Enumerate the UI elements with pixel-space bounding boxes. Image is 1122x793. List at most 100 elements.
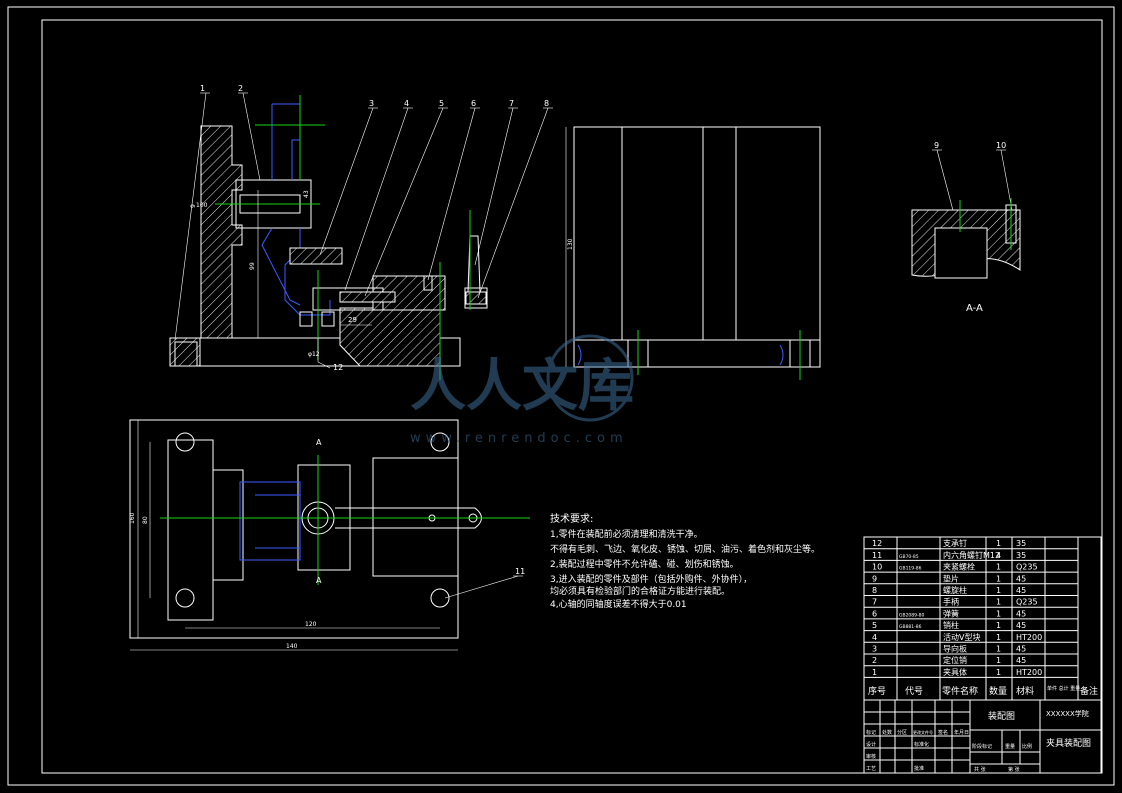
dim-160: 160 (129, 512, 136, 524)
bom-cell-mat: 35 (1016, 539, 1026, 548)
title-drawing-name: 装配图 (988, 710, 1015, 722)
section-mark-bottom: A (316, 576, 322, 585)
bom-header-name: 零件名称 (942, 685, 978, 697)
bom-cell-name: 定位销 (943, 655, 967, 665)
bom-note-cell: 单件 总计 重量 (1047, 685, 1080, 692)
balloon-4: 4 (404, 99, 409, 108)
tb-label-zone: 分区 (897, 729, 907, 736)
bom-cell-qty: 1 (996, 539, 1001, 548)
tb-label-design: 设计 (866, 741, 876, 748)
tb-label-process: 工艺 (866, 766, 876, 772)
bom-cell-name: 销柱 (943, 620, 959, 630)
bom-cell-name: 夹具体 (943, 667, 967, 677)
bom-header-mat: 材料 (1016, 685, 1034, 697)
dim-phi12: φ12 (308, 351, 320, 358)
bom-cell-no: 9 (872, 574, 877, 583)
bom-cell-name: 垫片 (943, 573, 959, 583)
balloon-leaders (174, 92, 1013, 599)
balloon-5: 5 (439, 99, 444, 108)
tb-label-weight: 重量 (1005, 743, 1015, 750)
bom-cell-qty: 4 (996, 551, 1001, 560)
bom-cell-mat: 35 (1016, 551, 1026, 560)
tb-label-count: 处数 (882, 729, 892, 736)
bom-cell-name: 弹簧 (943, 608, 959, 618)
bom-cell-code: GB70-85 (899, 554, 919, 560)
title-school: XXXXXX学院 (1046, 709, 1089, 718)
dim-120: 120 (305, 621, 317, 628)
dim-80: 80 (142, 516, 149, 524)
dim-99: 99 (249, 262, 256, 270)
tb-label-review: 审核 (866, 753, 876, 760)
bom-cell-qty: 1 (996, 598, 1001, 607)
tech-line-4: 3,进入装配的零件及部件（包括外购件、外协件）， (550, 573, 752, 585)
bom-cell-mat: 45 (1016, 656, 1026, 665)
tech-line-1: 1,零件在装配前必须清理和清洗干净。 (550, 528, 703, 540)
bom-cell-name: 内六角螺钉M12 (943, 550, 1000, 560)
tb-label-sheet-no: 第 张 (1008, 766, 1020, 773)
bom-cell-qty: 1 (996, 668, 1001, 677)
section-mark-top: A (316, 438, 322, 447)
bom-cell-no: 12 (872, 539, 882, 548)
tb-label-date: 年月日 (954, 729, 969, 736)
section-aa-label: A-A (966, 303, 983, 314)
bom-header-note: 备注 (1080, 685, 1098, 697)
balloon-8: 8 (544, 99, 549, 108)
dim-140: 140 (286, 643, 298, 650)
inner-frame (41, 19, 1103, 774)
bom-cell-no: 8 (872, 586, 877, 595)
dim-9: 9 (190, 204, 197, 208)
bom-cell-qty: 1 (996, 633, 1001, 642)
dim-100: 100 (196, 202, 208, 209)
tb-label-stage: 阶段标记 (972, 743, 992, 750)
tb-label-approve: 批准 (914, 765, 924, 772)
bom-header-no: 序号 (868, 685, 886, 697)
tb-label-mark: 标记 (866, 729, 876, 736)
tb-label-sheets: 共 张 (974, 766, 986, 773)
bom-header-code: 代号 (905, 686, 923, 697)
balloon-11: 11 (515, 567, 525, 576)
tech-line-6: 4,心轴的同轴度误差不得大于0.01 (550, 598, 687, 610)
bom-cell-no: 11 (872, 551, 882, 560)
bom-cell-qty: 1 (996, 621, 1001, 630)
bom-cell-no: 4 (872, 633, 877, 642)
bom-cell-name: 导向板 (943, 644, 967, 654)
tb-label-change: 更改文件号 (913, 729, 933, 735)
bom-cell-name: 螺旋柱 (943, 585, 967, 595)
top-view (129, 419, 530, 651)
bom-header: 序号 代号 零件名称 数量 材料 备注 单件 总计 重量 (868, 685, 1098, 697)
dim-43: 43 (303, 190, 310, 198)
tech-line-2: 不得有毛刺、飞边、氧化皮、锈蚀、切屑、油污、着色剂和灰尘等。 (550, 543, 820, 555)
tech-line-3: 2,装配过程中零件不允许磕、碰、划伤和锈蚀。 (550, 558, 739, 570)
bom-cell-name: 手柄 (943, 597, 959, 607)
bom-cell-no: 3 (872, 645, 877, 654)
section-aa (911, 198, 1021, 279)
watermark-url: www.renrendoc.com (410, 431, 628, 446)
watermark: 人人文库 www.renrendoc.com (410, 334, 634, 446)
bom-cell-code: GB881-86 (899, 624, 922, 630)
bom-cell-mat: 45 (1016, 645, 1026, 654)
bom-cell-mat: 45 (1016, 609, 1026, 618)
bom-cell-mat: HT200 (1016, 633, 1042, 642)
bom-table (863, 536, 1102, 701)
bom-cell-no: 5 (872, 621, 877, 630)
bom-cell-qty: 1 (996, 609, 1001, 618)
bom-cell-name: 支承钉 (943, 538, 967, 548)
bom-cell-mat: 45 (1016, 621, 1026, 630)
tech-title: 技术要求: (550, 512, 593, 525)
balloon-12: 12 (333, 363, 343, 372)
balloon-3: 3 (369, 99, 374, 108)
balloon-6: 6 (471, 99, 476, 108)
tech-requirements: 技术要求: 1,零件在装配前必须清理和清洗干净。 不得有毛刺、飞边、氧化皮、锈蚀… (550, 512, 820, 610)
tech-line-5: 均必须具有检验部门的合格证方能进行装配。 (550, 585, 730, 597)
tb-label-sign: 签名 (938, 729, 948, 736)
tb-label-std: 标准化 (914, 741, 929, 748)
outer-frame (7, 6, 1115, 786)
bom-cell-mat: HT200 (1016, 668, 1042, 677)
bom-cell-no: 1 (872, 668, 877, 677)
side-view (565, 126, 821, 380)
bom-cell-mat: Q235 (1016, 563, 1038, 572)
bom-cell-qty: 1 (996, 563, 1001, 572)
bom-cell-qty: 1 (996, 656, 1001, 665)
